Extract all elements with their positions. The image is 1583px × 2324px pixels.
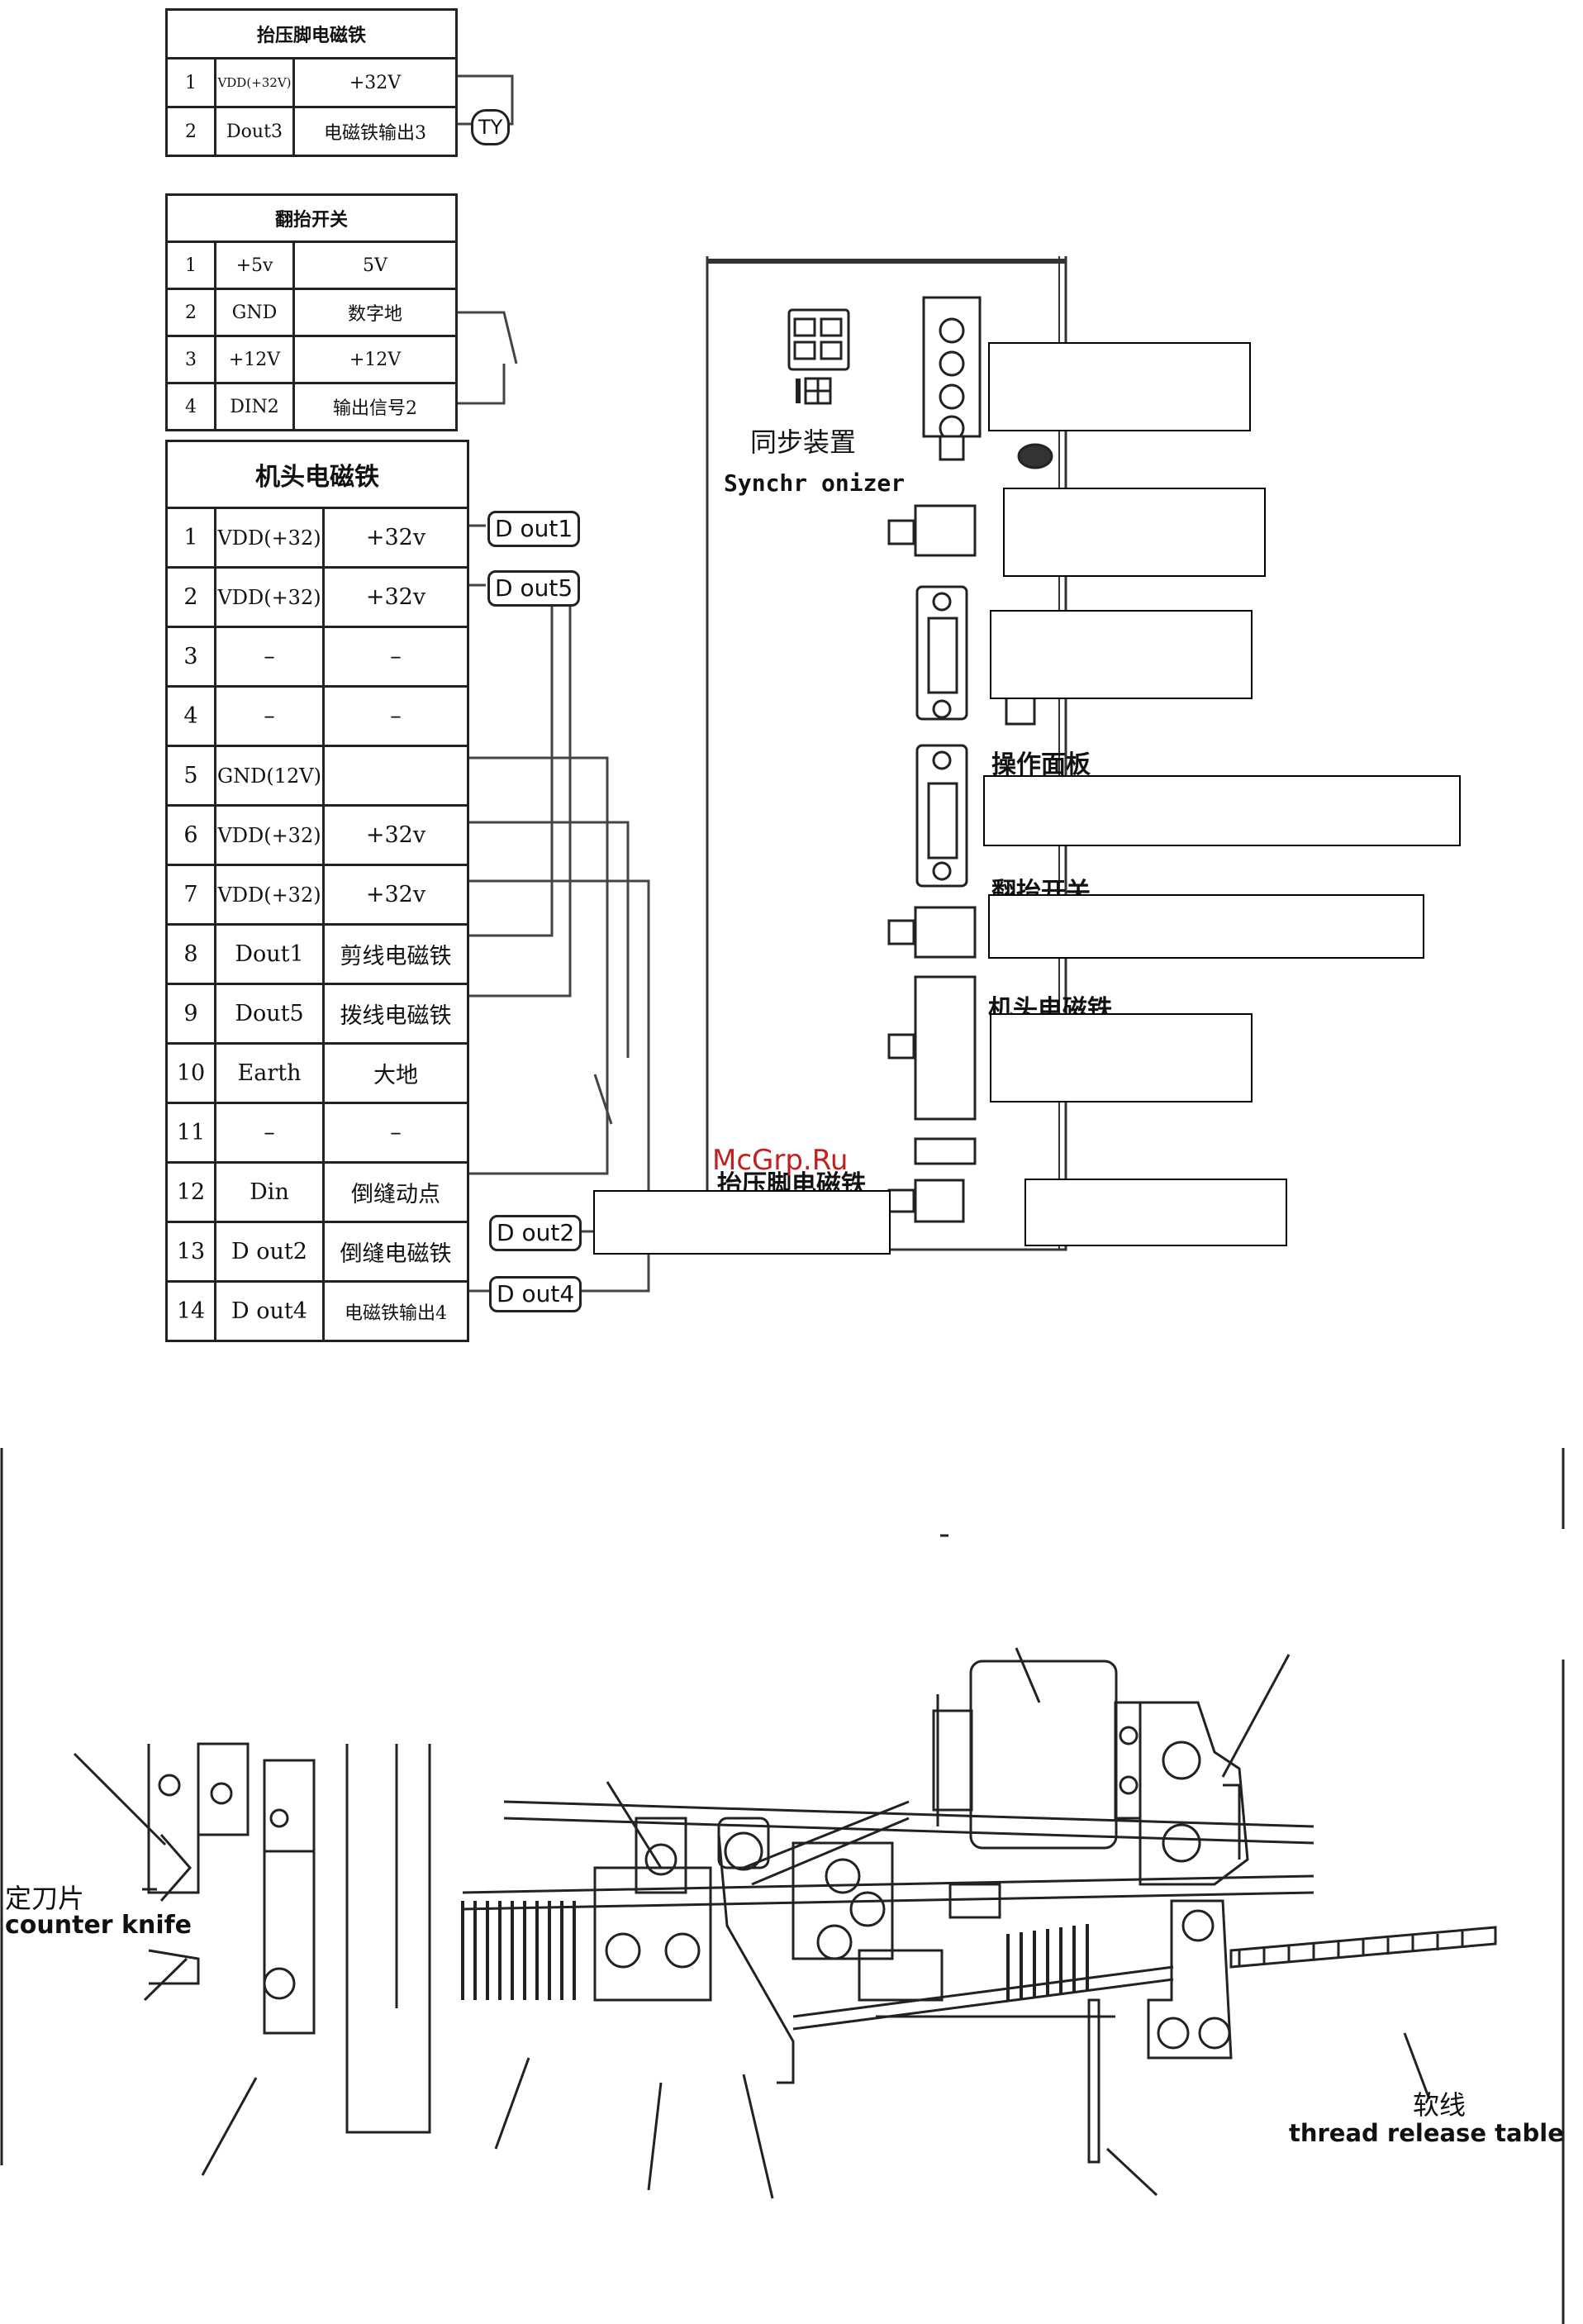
operation-panel-label: 操作面板 bbox=[991, 750, 1091, 779]
thread-label-cn: 软线 bbox=[1413, 2089, 1467, 2121]
redaction-box bbox=[990, 1013, 1253, 1102]
redaction-box bbox=[990, 610, 1253, 699]
table-row: 2 Dout3 电磁铁输出3 bbox=[165, 106, 458, 157]
table-presser-solenoid: 抬压脚电磁铁 1 VDD(+32V) +32V 2 Dout3 电磁铁输出3 bbox=[165, 8, 458, 157]
table-title: 抬压脚电磁铁 bbox=[165, 8, 458, 60]
synchronizer-label-en: Synchr onizer bbox=[724, 469, 906, 497]
redaction-box bbox=[1024, 1179, 1287, 1246]
synchronizer-label-cn: 同步装置 bbox=[750, 426, 857, 458]
tag-ty: TY bbox=[471, 109, 511, 145]
table-row: 3+12V+12V bbox=[165, 335, 458, 384]
wiring-diagram bbox=[456, 74, 1067, 1293]
redaction-box bbox=[988, 894, 1424, 959]
table-title: 机头电磁铁 bbox=[165, 440, 469, 509]
redaction-box bbox=[1003, 488, 1266, 577]
table-row: 3–– bbox=[165, 626, 469, 688]
tag-dout5: D out5 bbox=[487, 570, 581, 607]
redaction-box bbox=[988, 342, 1251, 431]
tag-dout2: D out2 bbox=[489, 1215, 582, 1251]
table-title: 翻抬开关 bbox=[165, 193, 458, 243]
counter-knife-label-en: counter knife bbox=[5, 1911, 193, 1940]
table-row: 11–– bbox=[165, 1102, 469, 1164]
redaction-box bbox=[983, 775, 1461, 846]
table-row: 1 VDD(+32V) +32V bbox=[165, 57, 458, 108]
counter-knife-label-cn: 定刀片 bbox=[5, 1883, 85, 1914]
redaction-box bbox=[593, 1190, 891, 1255]
tag-dout4: D out4 bbox=[489, 1276, 582, 1312]
thread-label-en: thread release table bbox=[1289, 2119, 1564, 2147]
table-row: 4–– bbox=[165, 685, 469, 747]
watermark: McGrp.Ru bbox=[712, 1144, 849, 1177]
tag-dout1: D out1 bbox=[487, 511, 581, 547]
